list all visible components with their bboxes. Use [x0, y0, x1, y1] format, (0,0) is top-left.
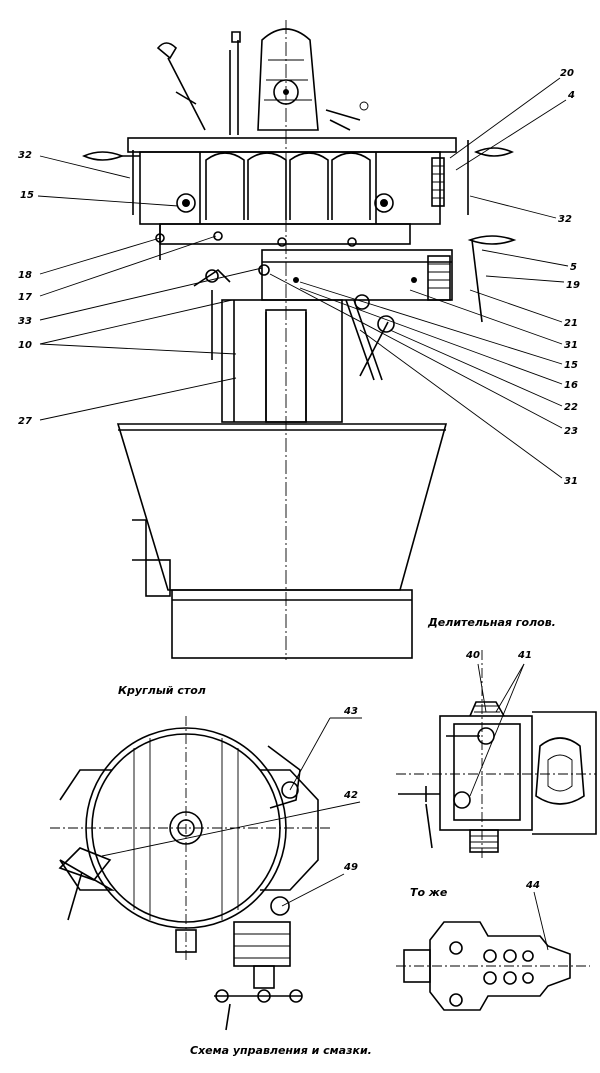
callout-40: 40	[465, 650, 480, 661]
callout-4: 4	[567, 90, 575, 101]
callout-32-right: 32	[558, 214, 572, 225]
callout-44: 44	[525, 880, 540, 891]
callout-43: 43	[343, 706, 358, 717]
callout-19-right: 19	[566, 280, 580, 291]
callout-16-right: 16	[564, 380, 578, 391]
callout-42: 42	[343, 790, 358, 801]
callout-49: 49	[343, 862, 358, 873]
callout-23: 23	[564, 426, 578, 437]
caption-same: То же	[410, 886, 448, 899]
callout-10: 10	[18, 340, 32, 351]
callout-15-right: 15	[564, 360, 578, 371]
main-view-callouts: 20 4 32 5 19 21 31 15 16 22 23 31 32 15 …	[18, 68, 580, 487]
callout-15-left: 15	[20, 190, 34, 201]
callout-33: 33	[18, 316, 32, 327]
same-view: То же 44	[396, 880, 590, 1011]
caption-control-scheme: Схема управления и смазки.	[190, 1044, 372, 1057]
callout-41: 41	[517, 650, 532, 661]
callout-5: 5	[570, 262, 577, 273]
callout-32-left: 32	[18, 150, 32, 161]
caption-dividing-head: Делительная голов.	[427, 616, 556, 629]
caption-round-table: Круглый стол	[118, 684, 206, 697]
callout-18: 18	[18, 270, 32, 281]
callout-17: 17	[18, 292, 32, 303]
callout-27: 27	[18, 416, 32, 427]
main-machine-view	[82, 20, 517, 660]
callout-21: 21	[564, 318, 578, 329]
callout-31-lower: 31	[564, 476, 578, 487]
callout-31-upper: 31	[564, 340, 578, 351]
callout-22: 22	[564, 402, 578, 413]
round-table-view: Круглый стол 43 42 49 Схема управления и…	[50, 684, 372, 1057]
dividing-head-view: Делительная голов. 40 41	[396, 616, 597, 860]
callout-20: 20	[560, 68, 574, 79]
